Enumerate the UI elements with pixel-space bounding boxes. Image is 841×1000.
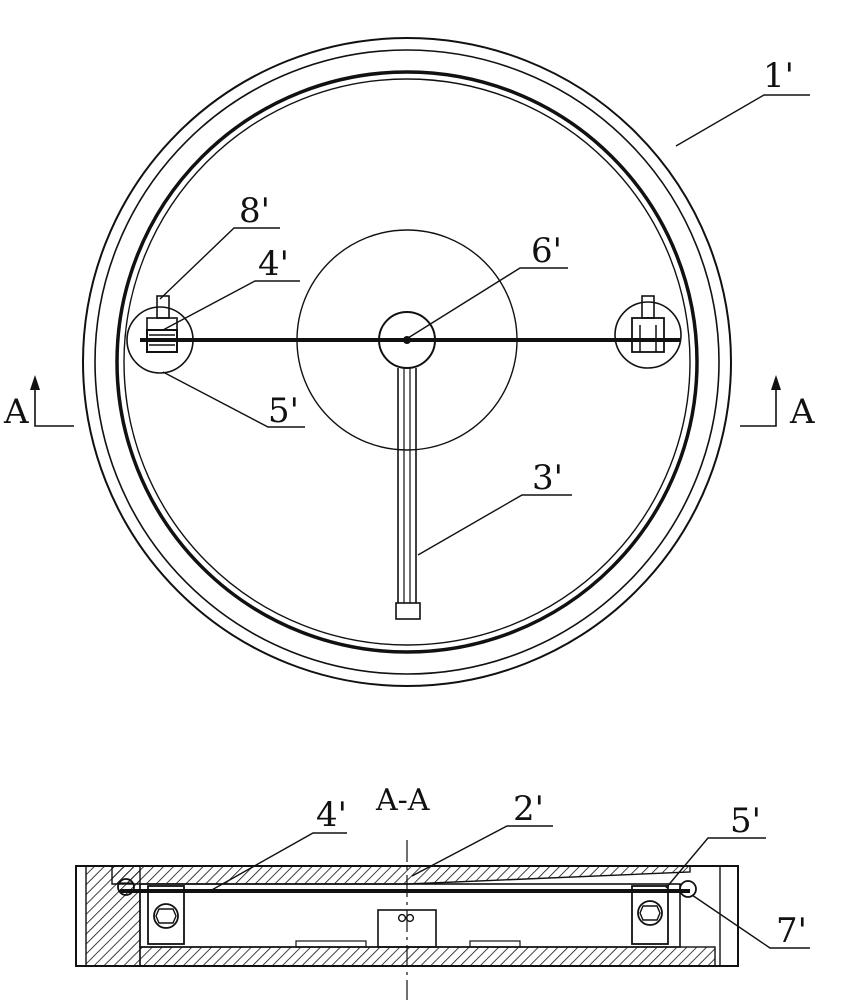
leader-clip-left bbox=[162, 280, 300, 331]
label-section-left: A bbox=[3, 392, 29, 432]
leader-outer-ring bbox=[675, 94, 810, 147]
top-view: 1' 8' 4' 6' 5' 3' A A bbox=[3, 37, 815, 687]
cover-plate-hatch bbox=[111, 865, 691, 885]
leader-bracket-right bbox=[665, 837, 766, 889]
section-title: A-A bbox=[375, 783, 430, 818]
label-strap: 3' bbox=[532, 458, 563, 498]
leader-cover-plate bbox=[411, 825, 553, 877]
leader-bracket-left bbox=[162, 371, 305, 428]
leader-bolt-top bbox=[159, 227, 280, 300]
label-bolt-right: 7' bbox=[776, 911, 807, 951]
leader-bolt-right bbox=[691, 894, 810, 949]
label-bracket-right: 5' bbox=[730, 801, 761, 841]
frame-inner-circle bbox=[123, 78, 691, 646]
label-outer-ring: 1' bbox=[763, 56, 794, 96]
label-bolt-top: 8' bbox=[239, 191, 270, 231]
right-bracket bbox=[614, 295, 682, 369]
housing-floor-hatch bbox=[139, 946, 716, 967]
label-wire: 4' bbox=[316, 795, 347, 835]
label-clip-left: 4' bbox=[258, 244, 289, 284]
leader-wire bbox=[209, 832, 347, 892]
section-view: A-A 4' 2' 5' 7' bbox=[75, 783, 810, 1000]
label-cover-plate: 2' bbox=[513, 789, 544, 829]
outer-ring-inner-circle bbox=[94, 49, 720, 675]
leader-strap bbox=[417, 494, 572, 556]
frame-circle bbox=[115, 70, 699, 654]
leader-hub bbox=[407, 267, 568, 339]
label-section-right: A bbox=[789, 392, 815, 432]
label-hub: 6' bbox=[531, 231, 562, 271]
left-bracket bbox=[126, 295, 194, 374]
label-bracket-left: 5' bbox=[268, 391, 299, 431]
strap-assembly bbox=[395, 368, 421, 620]
section-marker-right bbox=[740, 375, 781, 427]
section-center-block bbox=[377, 909, 437, 948]
strap-anchor-block bbox=[395, 602, 421, 620]
section-right-bracket bbox=[631, 880, 697, 945]
section-left-bracket bbox=[117, 878, 185, 945]
outer-ring-circle bbox=[82, 37, 732, 687]
section-marker-left bbox=[30, 375, 74, 427]
